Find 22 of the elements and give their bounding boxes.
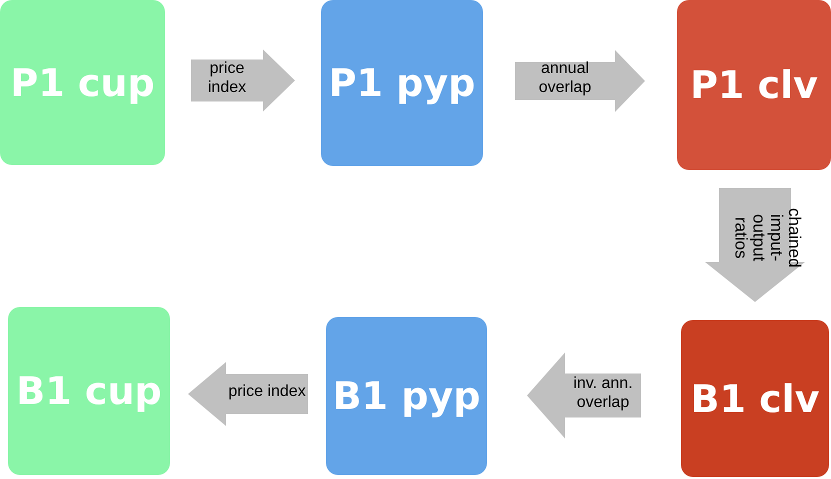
edge-label: annual overlap — [538, 59, 592, 98]
process-box — [8, 307, 170, 475]
process-box — [321, 0, 483, 166]
block-arrow — [191, 50, 295, 112]
box-title: B1 cup — [16, 369, 162, 413]
box-title: P1 cup — [10, 60, 155, 104]
box-title: P1 pyp — [328, 61, 476, 105]
block-arrow — [188, 362, 308, 426]
process-box — [326, 317, 487, 475]
box-title: B1 clv — [690, 376, 820, 420]
process-box — [677, 0, 831, 170]
box-title: B1 pyp — [332, 374, 480, 418]
block-arrow — [705, 188, 805, 302]
edge-label: chained imput-output ratios — [730, 207, 803, 270]
block-arrow — [527, 352, 641, 438]
box-title: P1 clv — [690, 63, 818, 107]
edge-label: price index — [227, 382, 307, 402]
process-box — [681, 320, 829, 477]
block-arrow — [515, 50, 645, 112]
edge-label: price index — [206, 58, 248, 97]
process-box — [0, 0, 165, 165]
edge-label: inv. ann. overlap — [572, 374, 634, 412]
